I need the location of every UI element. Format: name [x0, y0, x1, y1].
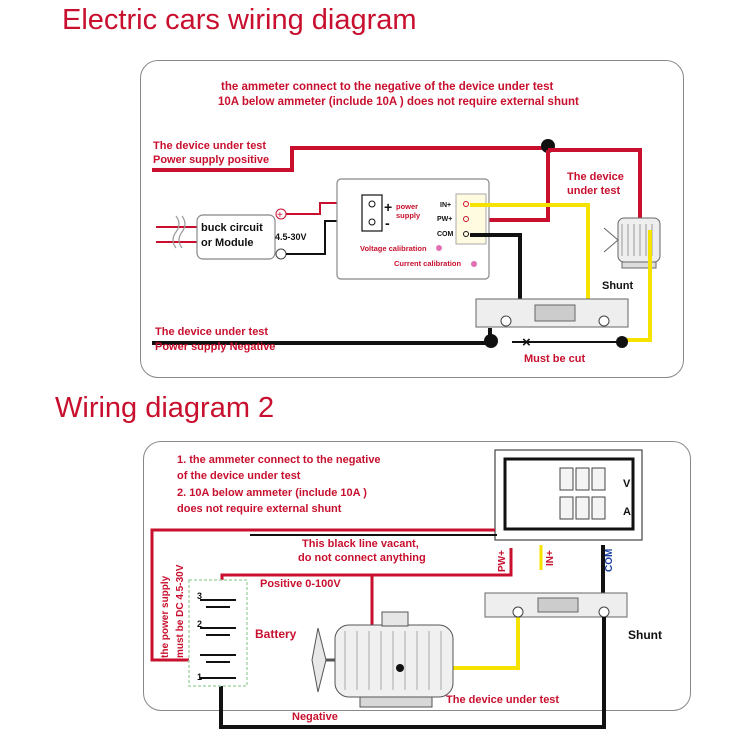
d2-note3: 2. 10A below ammeter (include 10A ) [177, 487, 367, 499]
d2-battery-label: Battery [255, 627, 297, 641]
d2-vacant-line2: do not connect anything [298, 552, 426, 564]
d1-current-pot [471, 261, 477, 267]
d1-cut-mark: × [522, 334, 531, 351]
d1-in-plus-label: IN+ [440, 202, 451, 209]
d2-in-plus-label: IN+ [545, 550, 556, 566]
d2-com-label: COM [604, 549, 615, 572]
d1-in-plus-wire [470, 203, 590, 320]
d1-pw-plus-label: PW+ [437, 216, 452, 223]
d2-cell-2: 2 [197, 619, 202, 629]
d2-motor-terminal-dot [396, 664, 404, 672]
d1-com-wire [470, 233, 522, 322]
d1-dut-neg-wire [626, 230, 652, 342]
d1-power-screw-2 [368, 218, 376, 226]
d1-positive-wire [152, 146, 548, 172]
d1-supply-pos-line2: Power supply positive [153, 154, 269, 166]
d1-buck-module [196, 214, 276, 260]
d1-plus-terminal-glyph: + [277, 210, 283, 221]
d2-negative-wire [219, 617, 606, 729]
d1-voltage-pot [436, 245, 442, 251]
d1-power-supply-line1: power [396, 202, 418, 211]
d1-note-line1: the ammeter connect to the negative of t… [221, 81, 553, 93]
d2-negative-label: Negative [292, 711, 338, 723]
d2-dut-label: The device under test [446, 694, 559, 706]
d1-power-minus: - [385, 215, 390, 231]
d1-shunt-label: Shunt [602, 280, 633, 292]
d2-positive-label: Positive 0-100V [260, 578, 341, 590]
d2-motor-icon [311, 611, 454, 708]
d1-power-terminal-block [361, 194, 383, 232]
d1-com-screw [463, 231, 469, 237]
title-electric-cars-wiring: Electric cars wiring diagram [62, 4, 417, 36]
d2-a-unit: A [623, 506, 631, 518]
d1-buck-line2: or Module [201, 237, 254, 249]
d1-supply-neg-line1: The device under test [155, 326, 268, 338]
d1-dut-line2: under test [567, 185, 621, 197]
d1-pw-screw [463, 216, 469, 222]
d1-com-label: COM [437, 231, 454, 238]
d1-shunt-icon [475, 298, 629, 328]
d2-battery-icon [200, 599, 236, 679]
d1-note-line2: 10A below ammeter (include 10A ) does no… [218, 96, 579, 108]
d2-note1: 1. the ammeter connect to the negative [177, 454, 381, 466]
d1-dut-pos-wire [548, 148, 642, 225]
d1-must-be-cut: Must be cut [524, 353, 585, 365]
d2-shunt-label: Shunt [628, 628, 662, 642]
d2-cell-1: 1 [197, 672, 202, 682]
d1-buck-input-wires [156, 226, 198, 243]
d1-supply-pos-line1: The device under test [153, 140, 266, 152]
d1-buck-line1: buck circuit [201, 222, 263, 234]
d1-current-calibration: Current calibration [394, 259, 462, 268]
d1-dut-line1: The device [567, 171, 624, 183]
d2-supply-loop-wire [150, 528, 495, 662]
d2-battery-box [188, 579, 248, 687]
d2-note4: does not require external shunt [177, 503, 342, 515]
d2-shunt-icon [484, 592, 628, 618]
d1-power-plus: + [384, 199, 392, 215]
d1-voltage-range: 4.5-30V [275, 232, 307, 242]
d2-supply-rot-line1: the power supply [160, 575, 171, 658]
d2-v-unit: V [623, 478, 631, 490]
d1-dut-neg-dot [616, 336, 628, 348]
d1-power-supply-line2: supply [396, 211, 421, 220]
d2-vacant-line1: This black line vacant, [302, 538, 419, 550]
d1-minus-terminal-icon [275, 248, 287, 260]
d1-in-screw [463, 201, 469, 207]
d2-cell-3: 3 [197, 591, 202, 601]
d2-note2: of the device under test [177, 470, 301, 482]
d1-negative-dot [484, 334, 498, 348]
d2-pw-plus-label: PW+ [497, 550, 508, 572]
d1-voltage-calibration: Voltage calibration [360, 244, 427, 253]
d1-pw-wire [470, 150, 550, 222]
d1-supply-neg-line2: Power supply Negative [155, 341, 275, 353]
title-wiring-diagram-2: Wiring diagram 2 [55, 392, 275, 424]
d2-supply-rot-line2: must be DC 4.5-30V [175, 564, 186, 658]
d2-seven-segment-digits [559, 467, 606, 520]
d1-power-screw-1 [368, 200, 376, 208]
d1-break-mark [172, 215, 186, 249]
